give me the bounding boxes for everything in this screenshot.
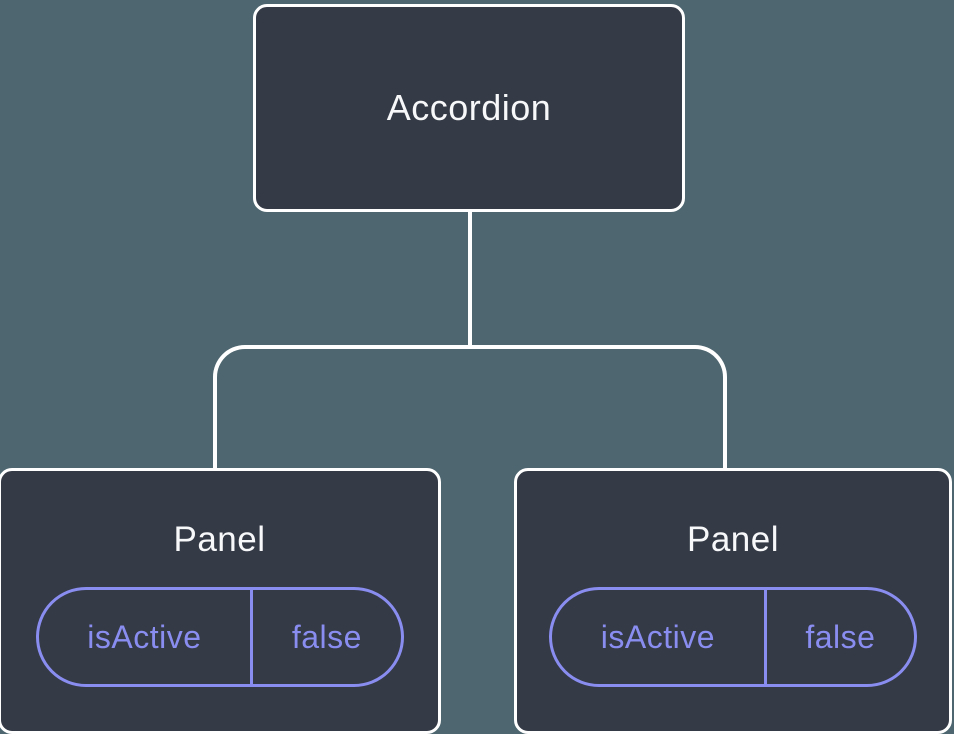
- accordion-node-label: Accordion: [386, 87, 552, 128]
- state-key-label: isActive: [39, 590, 254, 684]
- panel-node-right: Panel isActive false: [514, 468, 952, 734]
- state-pill: isActive false: [35, 587, 404, 687]
- state-value-label: false: [291, 618, 362, 655]
- connector-bracket: [213, 345, 727, 470]
- panel-node-left: Panel isActive false: [0, 468, 441, 734]
- accordion-node: Accordion: [253, 4, 685, 212]
- state-value-label: false: [805, 618, 876, 655]
- state-key-label: isActive: [552, 590, 767, 684]
- panel-node-label: Panel: [173, 520, 266, 559]
- state-pill: isActive false: [549, 587, 917, 687]
- panel-node-label: Panel: [686, 520, 780, 559]
- connector-stem: [468, 211, 472, 347]
